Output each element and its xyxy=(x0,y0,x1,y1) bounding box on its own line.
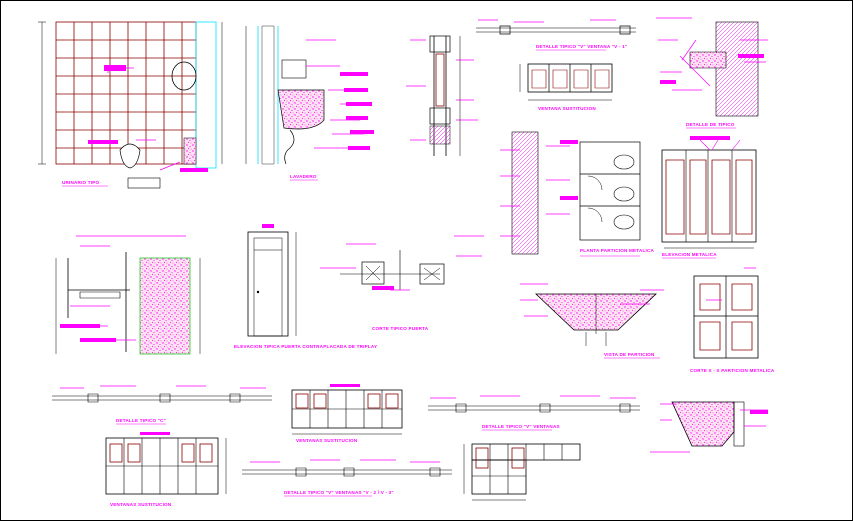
plan-detail-left xyxy=(55,235,201,355)
detalle-v1-title: DETALLE TIPICO "V" VENTANA "V - 1" xyxy=(536,44,627,49)
detalle-v2-v3-title: DETALLE TIPICO "V" VENTANAS "V - 2 / V -… xyxy=(284,490,394,495)
detalle-tipico-top-title: DETALLE DE TIPICO xyxy=(686,122,735,127)
ventanas-sust-mid: VENTANAS SUSTITUCION xyxy=(291,384,403,443)
elevacion-metalica-title: ELEVACION METALICA xyxy=(662,252,717,257)
lavadero-title: LAVADERO xyxy=(290,174,317,179)
l-window-drawing xyxy=(463,443,581,501)
ventanas-sust-bottom-title: VENTANAS SUSTITUCION xyxy=(110,502,172,507)
ventanas-sust-bottom: VENTANAS SUSTITUCION xyxy=(105,432,227,507)
corte-xx-drawing: CORTE X - X PARTICION METALICA xyxy=(690,267,775,373)
vista-particion-drawing: VISTA DE PARTICION xyxy=(520,283,664,359)
ventana-sust-top: VENTANA SUSTITUCION xyxy=(519,63,613,111)
elevacion-puerta-title: ELEVACION TIPICA PUERTA CONTRAPLACADA DE… xyxy=(234,344,377,349)
bottom-right-detail xyxy=(650,401,768,453)
detalle-v-ventanas-drawing: DETALLE TIPICO "V" VENTANAS xyxy=(428,395,640,431)
window-section-detail xyxy=(406,35,478,156)
planta-particion-drawing: PLANTA PARTICION METALICA xyxy=(500,131,654,257)
vista-particion-title: VISTA DE PARTICION xyxy=(604,352,655,357)
elevacion-puerta-drawing: ELEVACION TIPICA PUERTA CONTRAPLACADA DE… xyxy=(234,224,377,349)
ventana-sust-top-title: VENTANA SUSTITUCION xyxy=(538,106,596,111)
urinario-title: URINARIO TIPO xyxy=(62,180,100,185)
detalle-v1-drawing: DETALLE TIPICO "V" VENTANA "V - 1" xyxy=(476,19,636,51)
lavadero-drawing: LAVADERO xyxy=(245,25,374,181)
corte-puerta-drawing: CORTE TIPICO PUERTA xyxy=(320,235,484,331)
detalle-v-ventanas-title: DETALLE TIPICO "V" VENTANAS xyxy=(482,424,560,429)
urinario-drawing: URINARIO TIPO xyxy=(38,21,223,189)
planta-particion-title: PLANTA PARTICION METALICA xyxy=(580,248,654,253)
detalle-c-title: DETALLE TIPICO "C" xyxy=(116,418,166,423)
ventanas-sust-mid-title: VENTANAS SUSTITUCION xyxy=(296,438,358,443)
elevacion-metalica-drawing: ELEVACION METALICA xyxy=(661,136,757,259)
detalle-tipico-top: DETALLE DE TIPICO xyxy=(656,17,768,129)
detalle-v2-v3-drawing: DETALLE TIPICO "V" VENTANAS "V - 2 / V -… xyxy=(242,459,452,497)
corte-xx-title: CORTE X - X PARTICION METALICA xyxy=(690,368,775,373)
detalle-c-drawing: DETALLE TIPICO "C" xyxy=(52,385,272,425)
corte-puerta-title: CORTE TIPICO PUERTA xyxy=(372,326,429,331)
